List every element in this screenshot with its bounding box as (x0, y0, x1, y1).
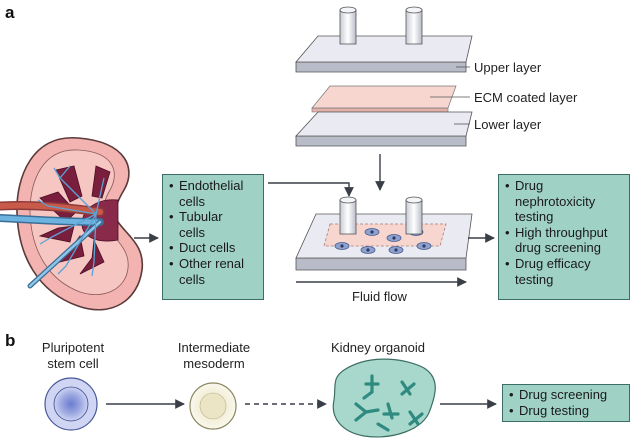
panel-b-letter: b (5, 331, 16, 350)
outcomes-box: Drug screening Drug testing (502, 384, 630, 422)
upper-layer-plate (295, 6, 473, 73)
pluripotent-stem-cell (44, 377, 98, 431)
chip-port-right (405, 196, 423, 235)
upper-layer-label: Upper layer (474, 60, 542, 75)
kidney-organoid (332, 358, 436, 438)
cells-to-chip-arrow (268, 182, 354, 197)
upper-port-right (405, 6, 423, 45)
panel-a-arrows (134, 154, 495, 287)
renal-vessel-branches (37, 165, 105, 277)
chip-port-left (339, 196, 357, 235)
panel-a-letter: a (5, 3, 15, 22)
lower-layer-plate (295, 111, 473, 147)
kidney-illustration (0, 137, 144, 311)
lower-layer-label: Lower layer (474, 117, 542, 132)
outcome-item: Drug screening (509, 387, 623, 403)
cell-type-item: Duct cells (169, 240, 257, 256)
kidney-organoid-label: Kidney organoid (331, 340, 425, 355)
assembled-chip (295, 196, 473, 271)
intermediate-mesoderm-cell (189, 382, 237, 430)
outcome-item: Drug testing (509, 403, 623, 419)
ecm-layer-label: ECM coated layer (474, 90, 578, 105)
ecm-coated-layer (311, 85, 470, 113)
organoid-tubules (354, 374, 424, 432)
upper-port-left (339, 6, 357, 45)
outcomes-list: Drug screening Drug testing (509, 387, 623, 418)
fluid-flow-label: Fluid flow (352, 289, 407, 304)
